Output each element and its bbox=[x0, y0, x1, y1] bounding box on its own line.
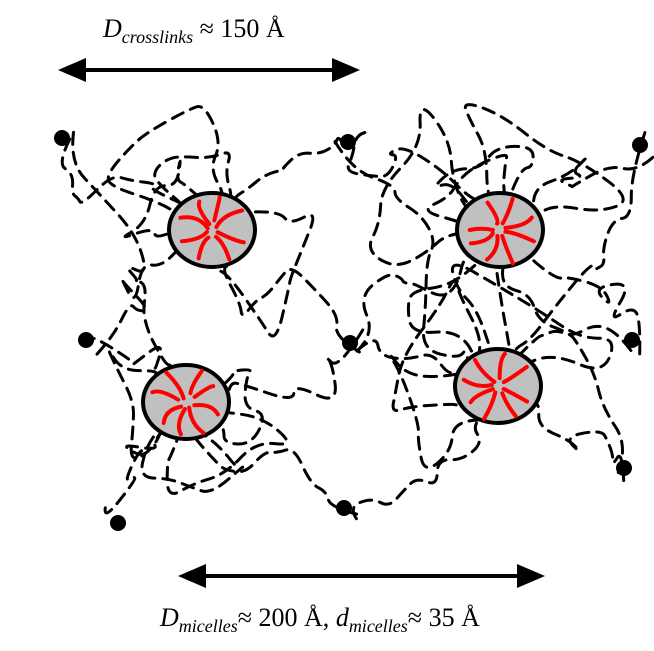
micelle-strand bbox=[500, 196, 515, 226]
micelle bbox=[167, 191, 257, 269]
micelle bbox=[455, 191, 545, 269]
polymer-chain bbox=[498, 155, 654, 232]
micelle-spacing-relation: ≈ 200 Å, bbox=[237, 603, 336, 632]
micelle-strand bbox=[214, 234, 232, 262]
crosslink-dot bbox=[342, 335, 358, 351]
polymer-chain bbox=[496, 131, 647, 388]
micelle bbox=[141, 363, 231, 441]
crosslink-dot bbox=[624, 332, 640, 348]
crosslink-points bbox=[54, 130, 648, 531]
crosslink-dot bbox=[336, 500, 352, 516]
crosslink-spacing-arrow bbox=[58, 58, 360, 82]
crosslink-spacing-label: Dcrosslinks ≈ 150 Å bbox=[103, 14, 285, 47]
micelle-strand bbox=[497, 351, 507, 381]
crosslink-dot bbox=[54, 130, 70, 146]
polymer-chain bbox=[333, 140, 500, 389]
polymer-chain bbox=[210, 210, 315, 338]
micelle-strand bbox=[187, 405, 206, 435]
micelle-strand bbox=[468, 387, 495, 405]
polymer-chain bbox=[496, 384, 626, 482]
micelle-spacing-symbol: D bbox=[160, 603, 179, 632]
polymer-chain bbox=[450, 263, 614, 401]
polymer-chain bbox=[123, 159, 224, 239]
micelle-strand bbox=[473, 357, 497, 384]
micelle bbox=[453, 347, 543, 425]
micelle-strand bbox=[178, 215, 210, 231]
micelle-strand bbox=[164, 370, 186, 401]
micelle-strand bbox=[161, 404, 184, 425]
micelle-strand bbox=[192, 402, 220, 417]
polymer-chain bbox=[368, 108, 503, 266]
crosslink-symbol: D bbox=[103, 14, 122, 43]
micelle-strand bbox=[503, 229, 536, 244]
micelle-strand bbox=[215, 230, 246, 245]
crosslink-dot bbox=[616, 460, 632, 476]
polymer-chain bbox=[463, 103, 625, 242]
micelle-strand bbox=[214, 208, 244, 230]
polymer-chain bbox=[495, 228, 624, 475]
micelle-core bbox=[453, 347, 543, 425]
polymer-chain bbox=[391, 279, 500, 413]
micelle-core bbox=[455, 191, 545, 269]
polymer-chain bbox=[210, 228, 361, 354]
micelle-strand bbox=[461, 377, 494, 388]
micelle-diameter-subscript: micelles bbox=[348, 616, 408, 636]
micelle-strand bbox=[468, 231, 495, 246]
polymer-chain bbox=[103, 400, 188, 515]
micelle-strand bbox=[501, 364, 529, 385]
micelle-strand bbox=[482, 390, 498, 421]
polymer-chain bbox=[95, 228, 214, 356]
micelle-strand bbox=[179, 229, 209, 244]
crosslink-dot bbox=[110, 515, 126, 531]
crosslink-subscript: crosslinks bbox=[121, 27, 194, 47]
polymer-chain bbox=[184, 368, 264, 446]
micelle-strand bbox=[485, 200, 500, 226]
polymer-chain bbox=[153, 151, 233, 232]
polymer-chain bbox=[107, 349, 188, 460]
micelle-spacing-arrow bbox=[178, 564, 545, 588]
micelle-strand bbox=[196, 235, 211, 261]
polymer-chain bbox=[355, 228, 502, 353]
micelle-core bbox=[167, 191, 257, 269]
micelle-spacing-label: Dmicelles≈ 200 Å, dmicelles≈ 35 Å bbox=[160, 603, 480, 636]
micelle-diameter-relation: ≈ 35 Å bbox=[407, 603, 480, 632]
micelle-spacing-subscript: micelles bbox=[178, 616, 238, 636]
micelle-strand bbox=[485, 234, 500, 262]
polymer-chain bbox=[71, 130, 188, 404]
polymer-chains bbox=[60, 103, 654, 521]
polymer-chain bbox=[165, 389, 289, 495]
micelle-strand bbox=[196, 199, 212, 227]
micelle-strand bbox=[192, 384, 216, 399]
polymer-chain bbox=[346, 131, 502, 232]
micelle-strand bbox=[212, 195, 222, 223]
micelle-strand bbox=[150, 389, 181, 402]
micelle-strand bbox=[501, 387, 530, 404]
polymer-chain bbox=[406, 247, 512, 388]
polymer-chain bbox=[140, 390, 245, 493]
micelle-strand bbox=[188, 368, 204, 396]
micelle-strand bbox=[503, 215, 534, 230]
polymer-chain bbox=[498, 228, 642, 356]
micelle-strand bbox=[500, 391, 518, 419]
polymer-chain bbox=[351, 384, 500, 521]
micelle-strand bbox=[176, 407, 187, 437]
crosslink-relation: ≈ 150 Å bbox=[193, 14, 285, 43]
micelle-strand bbox=[467, 226, 495, 232]
polymer-chain bbox=[389, 354, 514, 469]
crosslink-dot bbox=[340, 134, 356, 150]
micelle-diameter-symbol: d bbox=[335, 603, 349, 632]
crosslink-dot bbox=[78, 332, 94, 348]
polymer-chain bbox=[106, 105, 225, 239]
micelle-core bbox=[141, 363, 231, 441]
micelles bbox=[141, 191, 545, 441]
micelle-strand bbox=[500, 234, 515, 266]
crosslink-dot bbox=[632, 137, 648, 153]
